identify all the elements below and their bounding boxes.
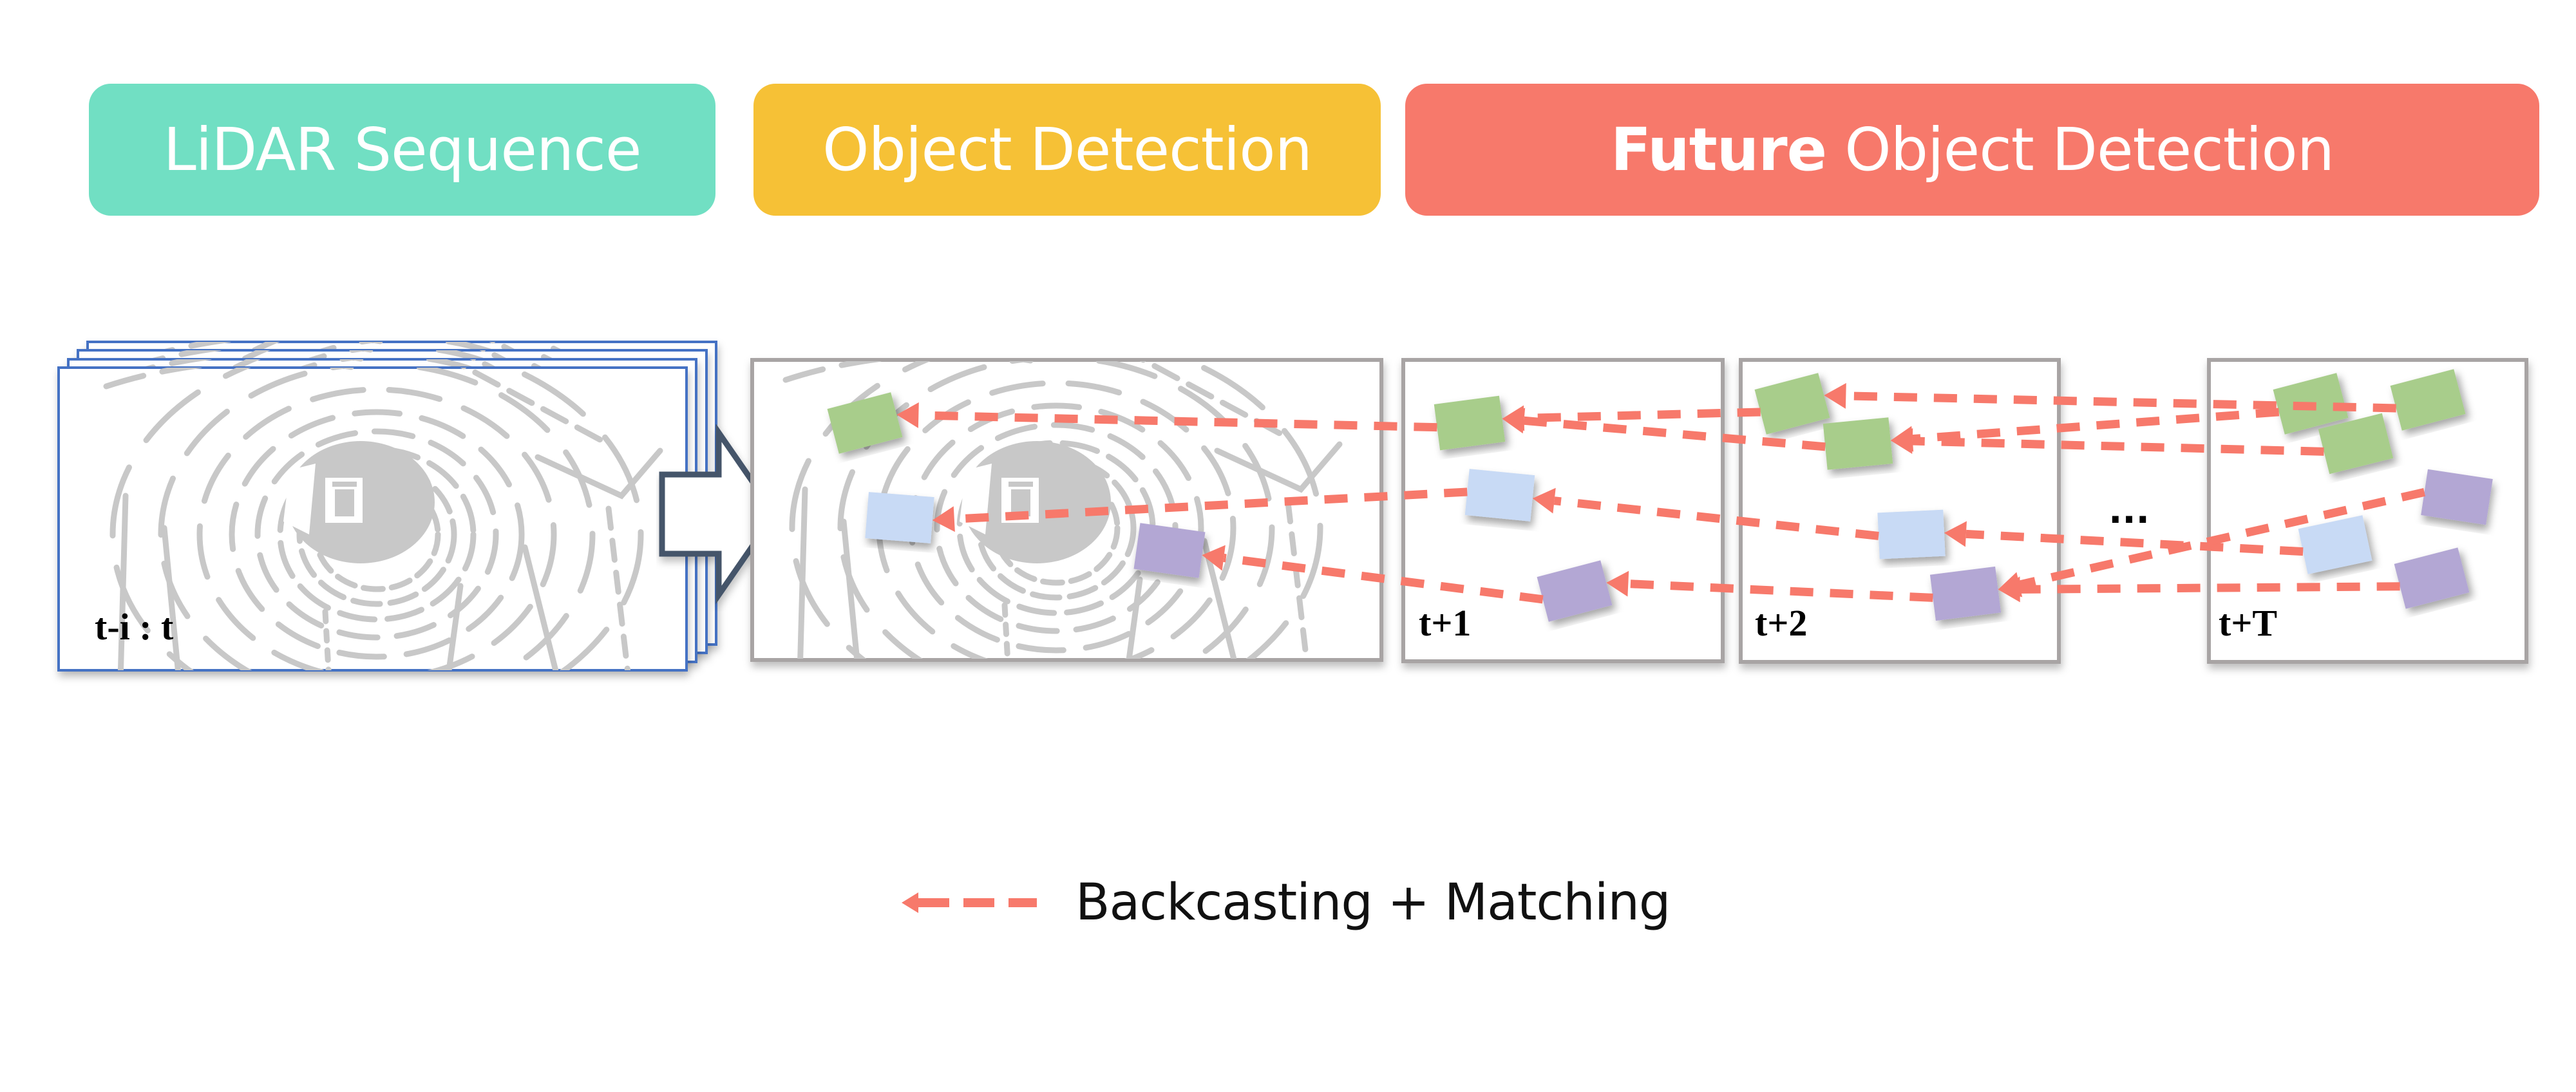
dashed-arrow-legend-icon (902, 892, 1037, 913)
green-object-box (827, 392, 903, 454)
blue-object-box (1464, 469, 1535, 522)
backcast-match-line (2018, 488, 2426, 589)
block-arrow-icon (659, 423, 779, 605)
object-detection-header: Object Detection (753, 84, 1381, 216)
backcast-match-line (1523, 416, 1826, 451)
backcast-match-line (1846, 391, 2396, 413)
lidar-sequence-stack: t-i : t (57, 341, 717, 672)
t1-label: t+1 (1419, 602, 1471, 644)
arrowhead-icon (1606, 570, 1629, 597)
object-detection-header-text: Object Detection (822, 115, 1312, 184)
green-object-box (2318, 413, 2394, 475)
purple-object-box (1537, 560, 1613, 622)
arrowhead-icon (1532, 487, 1556, 514)
backcast-match-line (954, 487, 1468, 523)
backcast-match-line (918, 411, 1437, 432)
blue-object-box (1877, 509, 1946, 560)
purple-object-box (1929, 566, 2002, 621)
t2-label: t+2 (1755, 602, 1807, 644)
arrowhead-icon (1890, 428, 1913, 454)
arrowhead-icon (1944, 521, 1967, 547)
objects-layer (827, 369, 2493, 622)
arrowhead-icon (896, 402, 919, 428)
arrowhead-icon (1502, 408, 1526, 434)
backcast-match-line (1627, 579, 1933, 602)
green-object-box (2390, 369, 2466, 431)
arrowhead-icon (1824, 382, 1846, 409)
green-object-box (1434, 395, 1506, 451)
stack-frame-label: t-i : t (95, 606, 174, 648)
legend-label: Backcasting + Matching (1075, 874, 1671, 932)
legend: Backcasting + Matching (902, 871, 1671, 935)
arrows-layer (896, 382, 2426, 604)
arrowhead-icon (1202, 545, 1226, 571)
backcast-match-line (1965, 529, 2304, 556)
backcast-match-line (1912, 408, 2280, 444)
blue-object-box (865, 492, 934, 543)
tT-label: t+T (2219, 602, 2277, 644)
arrowhead-icon (932, 506, 955, 532)
backcast-match-line (1223, 554, 1544, 604)
lidar-sequence-header-text: LiDAR Sequence (163, 115, 642, 184)
green-object-box (1823, 417, 1893, 470)
lidar-sequence-header: LiDAR Sequence (89, 84, 715, 216)
future-header-bold-text: Future (1610, 115, 1827, 184)
purple-object-box (1133, 523, 1206, 578)
ellipsis-text: ... (2108, 490, 2150, 532)
purple-object-box (2421, 469, 2493, 525)
backcast-match-line (1553, 496, 1879, 540)
future-object-detection-header: Future Object Detection (1405, 84, 2539, 216)
arrowhead-icon (1998, 576, 2020, 603)
object-detection-panel (750, 358, 1383, 662)
backcast-match-line (1912, 437, 2324, 456)
future-header-rest-text: Object Detection (1826, 115, 2334, 184)
lidar-frame-front: t-i : t (57, 366, 688, 672)
purple-object-box (2394, 547, 2470, 609)
blue-object-box (2298, 515, 2372, 574)
green-object-box (1754, 373, 1830, 435)
